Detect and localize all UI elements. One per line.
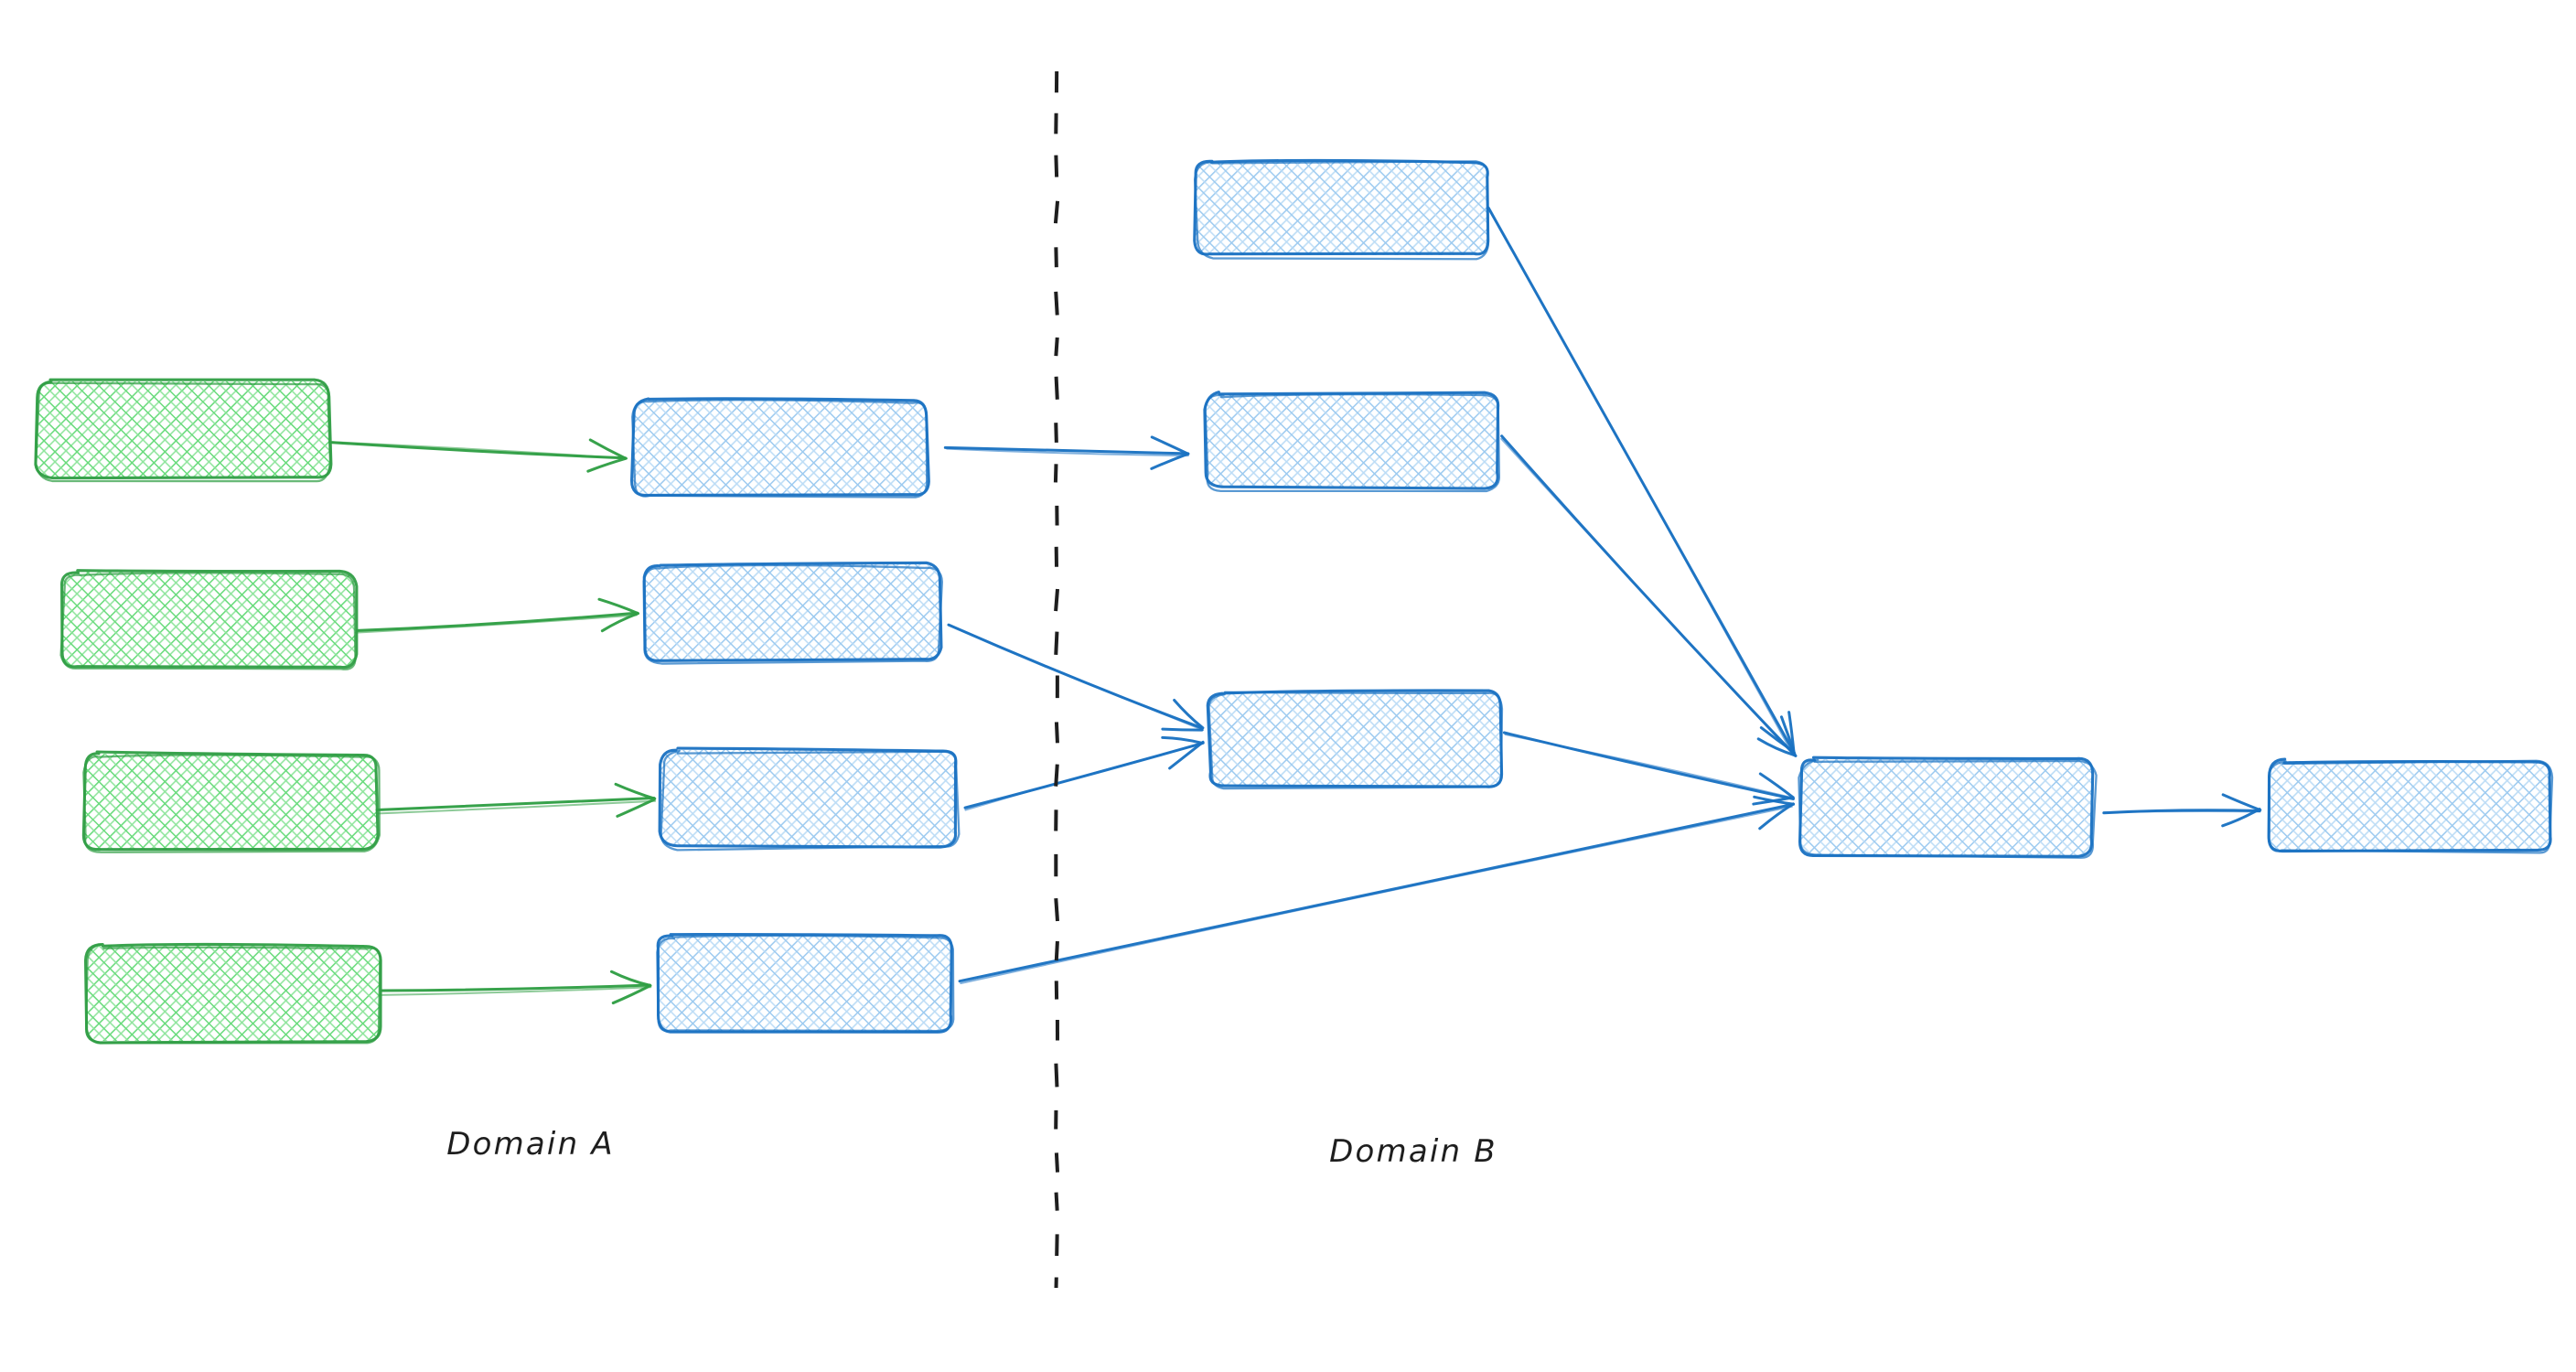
- node-a-mid-1[interactable]: [630, 397, 930, 498]
- labels-layer: Domain A Domain B: [446, 1126, 1497, 1170]
- node-a-src-1[interactable]: [34, 378, 333, 483]
- edge-a-src-1-to-a-mid-1[interactable]: [330, 438, 628, 473]
- node-b-low[interactable]: [1206, 689, 1504, 790]
- edge-a-mid-4-to-b-hub[interactable]: [958, 795, 1796, 985]
- edges-layer: [330, 206, 2262, 1005]
- node-b-out[interactable]: [2267, 757, 2554, 854]
- edge-a-src-4-to-a-mid-4[interactable]: [379, 970, 652, 1005]
- label-domain-b: Domain B: [1329, 1133, 1497, 1170]
- node-a-mid-3[interactable]: [658, 746, 961, 852]
- edge-b-low-to-b-hub[interactable]: [1502, 731, 1796, 806]
- node-a-mid-4[interactable]: [656, 932, 955, 1034]
- domain-divider: [1053, 70, 1060, 1289]
- edge-a-mid-3-to-b-low[interactable]: [963, 735, 1205, 811]
- edge-a-src-2-to-a-mid-2[interactable]: [354, 597, 640, 634]
- label-domain-a: Domain A: [446, 1126, 615, 1163]
- edge-a-src-3-to-a-mid-3[interactable]: [375, 782, 657, 818]
- edge-b-mid-to-b-hub[interactable]: [1500, 434, 1798, 757]
- node-b-top[interactable]: [1193, 158, 1490, 261]
- edge-b-top-to-b-hub[interactable]: [1487, 206, 1796, 756]
- edge-b-hub-to-b-out[interactable]: [2102, 793, 2262, 828]
- nodes-layer: [34, 158, 2554, 1045]
- node-a-mid-2[interactable]: [642, 561, 943, 665]
- node-a-src-4[interactable]: [83, 942, 382, 1045]
- node-a-src-2[interactable]: [59, 569, 359, 670]
- node-b-mid[interactable]: [1203, 391, 1501, 493]
- node-a-src-3[interactable]: [81, 750, 381, 853]
- edge-a-mid-1-to-b-mid[interactable]: [943, 435, 1190, 470]
- divider-layer: [1053, 70, 1060, 1289]
- node-b-hub[interactable]: [1798, 756, 2098, 859]
- edge-a-mid-2-to-b-low[interactable]: [947, 623, 1205, 732]
